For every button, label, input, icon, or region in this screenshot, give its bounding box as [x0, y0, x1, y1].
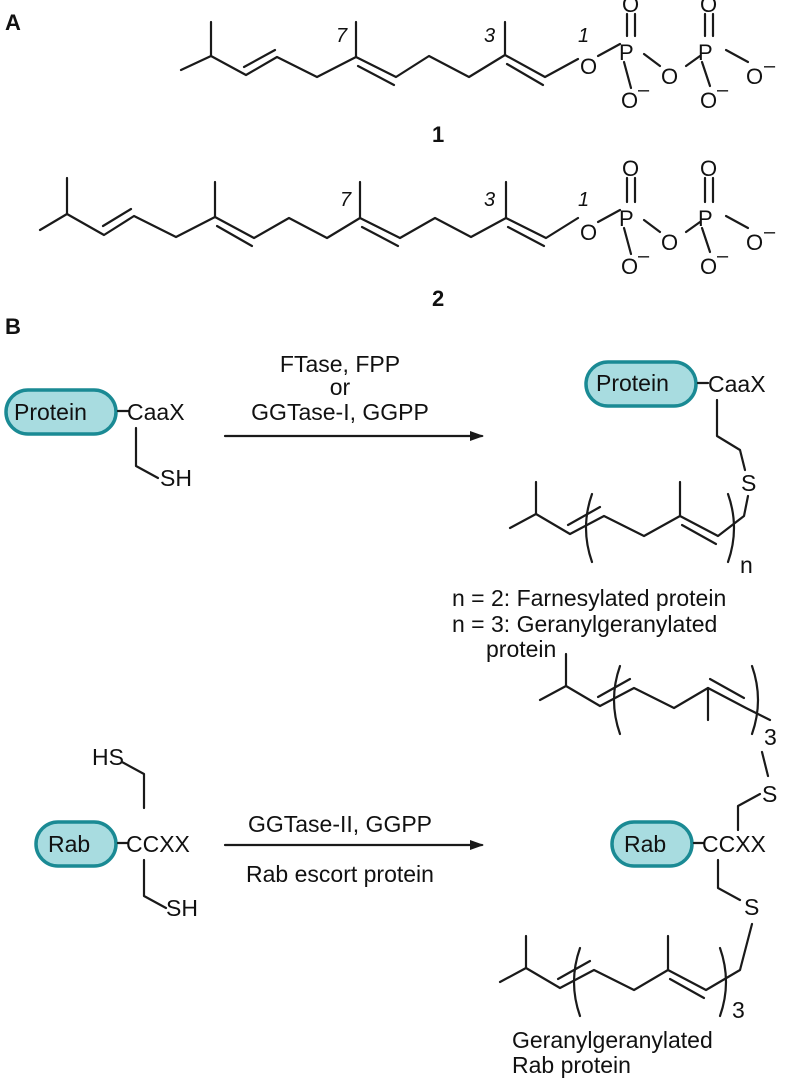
compound-2-number: 2 [432, 286, 444, 311]
compound-2-oxo-2: O [700, 156, 717, 181]
compound-1-charge-1: – [638, 79, 650, 101]
note-rab-protein: Rab protein [512, 1052, 631, 1078]
panel-b-label: B [5, 314, 21, 339]
reagent-ftase-fpp: FTase, FPP [280, 351, 400, 377]
compound-2-oxo-1: O [622, 156, 639, 181]
reagent-ggtase-i-ggpp: GGTase-I, GGPP [251, 399, 429, 425]
thioether-sulfur-product: S [741, 470, 756, 496]
thiol-label-substrate: SH [160, 465, 192, 491]
thioether-sulfur-bottom: S [744, 894, 759, 920]
compound-1-phosphorus-2: P [698, 40, 713, 65]
note-geranylgeranylated: Geranylgeranylated [512, 1027, 713, 1053]
rab-label-product: Rab [624, 831, 666, 857]
ccxx-motif-substrate: CCXX [126, 831, 190, 857]
compound-2-phosphorus-1: P [619, 206, 634, 231]
protein-label-substrate: Protein [14, 399, 87, 425]
compound-1-locant-1: 1 [578, 25, 589, 47]
compound-1-number: 1 [432, 122, 444, 147]
rab-pill-product [610, 820, 694, 868]
cysteine-chain-product [715, 398, 747, 472]
note-n3-geranylgeranylated: n = 3: Geranylgeranylated [452, 611, 717, 637]
thiol-bottom-substrate: SH [166, 895, 198, 921]
compound-2-oxide-2: O [700, 254, 717, 279]
compound-1-locant-7: 7 [336, 25, 348, 47]
protein-label-product: Protein [596, 370, 669, 396]
compound-1-oxo-1: O [622, 0, 639, 17]
compound-1-oxide-1: O [621, 88, 638, 113]
reagent-or: or [330, 374, 351, 400]
compound-2-locant-7: 7 [340, 189, 352, 211]
caax-motif-substrate: CaaX [127, 399, 185, 425]
reagent-rab-escort-protein: Rab escort protein [246, 861, 434, 887]
compound-2-oxygen-ester: O [580, 220, 597, 245]
repeat-3-top: 3 [764, 724, 777, 750]
ccxx-motif-product: CCXX [702, 831, 766, 857]
compound-1-oxide-3: O [746, 64, 763, 89]
compound-1-oxo-2: O [700, 0, 717, 17]
compound-1-oxygen-ester: O [580, 54, 597, 79]
cysteine-chain-bottom-substrate [142, 858, 168, 910]
note-n3-protein: protein [486, 636, 556, 662]
rab-label-substrate: Rab [48, 831, 90, 857]
compound-2-oxygen-bridge: O [661, 230, 678, 255]
compound-1-oxide-2: O [700, 88, 717, 113]
note-n2-farnesylated: n = 2: Farnesylated protein [452, 585, 726, 611]
compound-1-charge-3: – [764, 55, 776, 77]
protein-pill-product [584, 360, 698, 408]
compound-2-locant-1: 1 [578, 189, 589, 211]
prenyl-chain-product-bottom [498, 922, 754, 1018]
caax-motif-product: CaaX [708, 371, 766, 397]
compound-2-phosphorus-2: P [698, 206, 713, 231]
compound-2-charge-3: – [764, 221, 776, 243]
reagent-ggtase-ii-ggpp: GGTase-II, GGPP [248, 811, 432, 837]
repeat-3-bottom: 3 [732, 997, 745, 1023]
compound-1-phosphorus-1: P [619, 40, 634, 65]
cysteine-chain-substrate [134, 426, 160, 480]
thiol-top-substrate: HS [92, 744, 124, 770]
sulfur-link-top [760, 750, 770, 778]
compound-1-oxygen-bridge: O [661, 64, 678, 89]
rab-pill-substrate [34, 820, 118, 868]
prenyl-chain-product-top [538, 652, 772, 736]
repeat-n-product: n [740, 552, 753, 578]
compound-2-charge-2: – [717, 245, 729, 267]
compound-1-structure [179, 12, 750, 90]
compound-2-locant-3: 3 [484, 189, 495, 211]
cysteine-chain-top-product [736, 792, 762, 832]
thioether-sulfur-top: S [762, 781, 777, 807]
prenyl-chain-product-1 [508, 480, 750, 564]
compound-2-oxide-3: O [746, 230, 763, 255]
protein-pill-substrate [4, 388, 118, 436]
compound-1-locant-3: 3 [484, 25, 495, 47]
compound-2-charge-1: – [638, 245, 650, 267]
cysteine-chain-top-substrate [120, 760, 146, 810]
compound-2-oxide-1: O [621, 254, 638, 279]
panel-a-label: A [5, 10, 21, 35]
compound-2-structure [38, 176, 750, 256]
cysteine-chain-bottom-product [716, 858, 742, 902]
compound-1-charge-2: – [717, 79, 729, 101]
